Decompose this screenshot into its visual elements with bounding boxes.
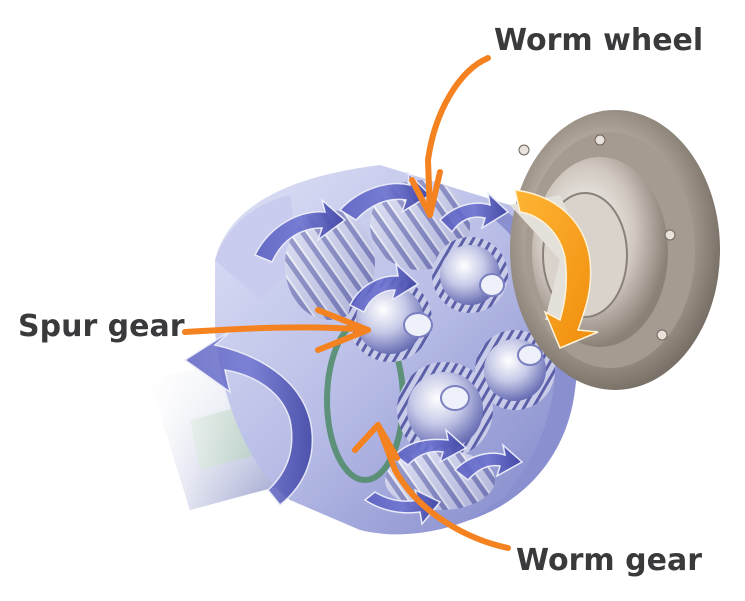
label-spur-gear: Spur gear <box>18 309 185 344</box>
shaft-rotation-arrow-icon <box>183 329 314 507</box>
spur-gear-upper-right <box>432 237 508 313</box>
label-worm-gear: Worm gear <box>516 543 702 578</box>
flange-rotation-arrow-icon <box>514 189 599 349</box>
spur-gear-lower-left <box>397 362 493 458</box>
rotation-arrows-blue <box>253 170 524 526</box>
worm-gear-callout-arrow-icon <box>375 422 511 551</box>
output-flange <box>510 110 720 390</box>
spur-gear-lower-right <box>475 330 555 410</box>
callout-arrows <box>182 55 511 551</box>
label-worm-wheel: Worm wheel <box>494 23 704 58</box>
worm-wheel-callout-arrow-icon <box>425 55 491 218</box>
spur-gear-callout-arrow-icon <box>182 324 371 335</box>
